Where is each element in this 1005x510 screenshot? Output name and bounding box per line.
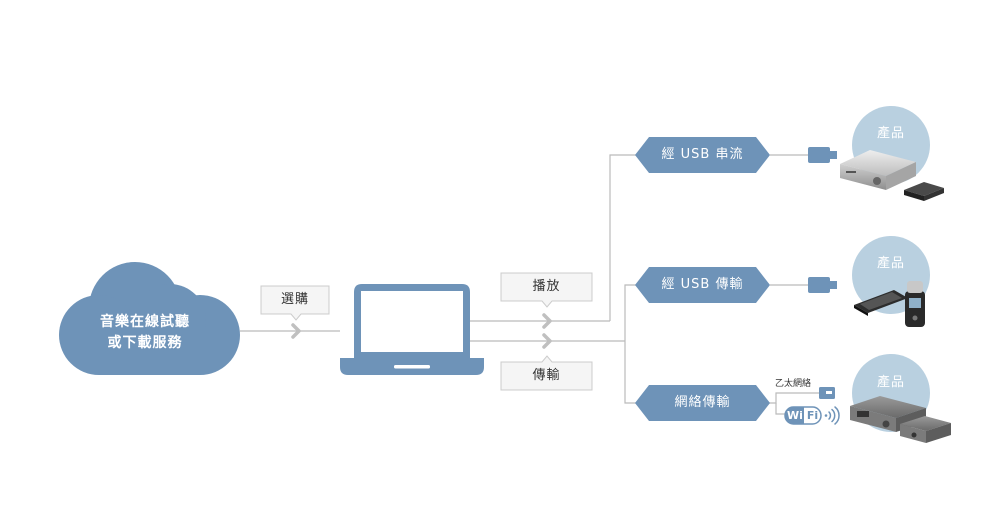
laptop-icon [340, 284, 484, 375]
usb-stream-label: 經 USB 串流 [661, 147, 744, 162]
branch-usb-stream [609, 154, 640, 321]
cloud-icon [59, 262, 240, 375]
usb-stream-hexagon [635, 137, 770, 173]
portable-player-icon [854, 290, 908, 316]
usb-transfer-label: 經 USB 傳輸 [661, 277, 744, 292]
ethernet-cable [768, 392, 820, 404]
cloud-label-line1: 音樂在線試聽 [100, 314, 190, 330]
usb-plug-icon [808, 147, 837, 163]
wifi-text-right: Fi [806, 409, 819, 422]
wifi-waves-icon [824, 406, 840, 425]
silver-amplifier-icon [840, 150, 916, 190]
chevron-icons [291, 313, 552, 349]
purchase-label: 選購 [280, 292, 309, 307]
network-player-icon [900, 416, 951, 443]
callout-boxes [260, 272, 593, 391]
purchase-callout-box [260, 285, 330, 321]
ethernet-label: 乙太網絡 [775, 379, 812, 389]
chevron-right-icon [542, 333, 552, 349]
usb-plug-icon [808, 277, 837, 293]
cloud-service-label: 音樂在線試聽 或下載服務 [70, 312, 220, 354]
cloud-label-line2: 或下載服務 [107, 335, 183, 351]
wifi-text-left: Wi [787, 409, 803, 422]
transfer-label: 傳輸 [532, 368, 561, 383]
network-hexagon [635, 385, 770, 421]
wifi-badge-icon [784, 406, 840, 425]
play-callout-box [500, 272, 593, 308]
transfer-callout-box [500, 355, 593, 391]
product-label-1: 產品 [876, 126, 905, 141]
wifi-branch [775, 403, 785, 415]
usb-transfer-hexagon [635, 267, 770, 303]
dac-box-icon [904, 182, 944, 201]
network-transfer-label: 網絡傳輸 [674, 395, 731, 410]
product-label-2: 產品 [876, 256, 905, 271]
chevron-right-icon [542, 313, 552, 329]
ethernet-plug-icon [819, 387, 835, 399]
hexagon-shapes [635, 137, 770, 421]
connector-lines [240, 154, 820, 415]
voice-recorder-icon [905, 281, 925, 327]
play-label: 播放 [532, 279, 561, 294]
chevron-right-icon [291, 323, 301, 339]
product-label-3: 產品 [876, 375, 905, 390]
